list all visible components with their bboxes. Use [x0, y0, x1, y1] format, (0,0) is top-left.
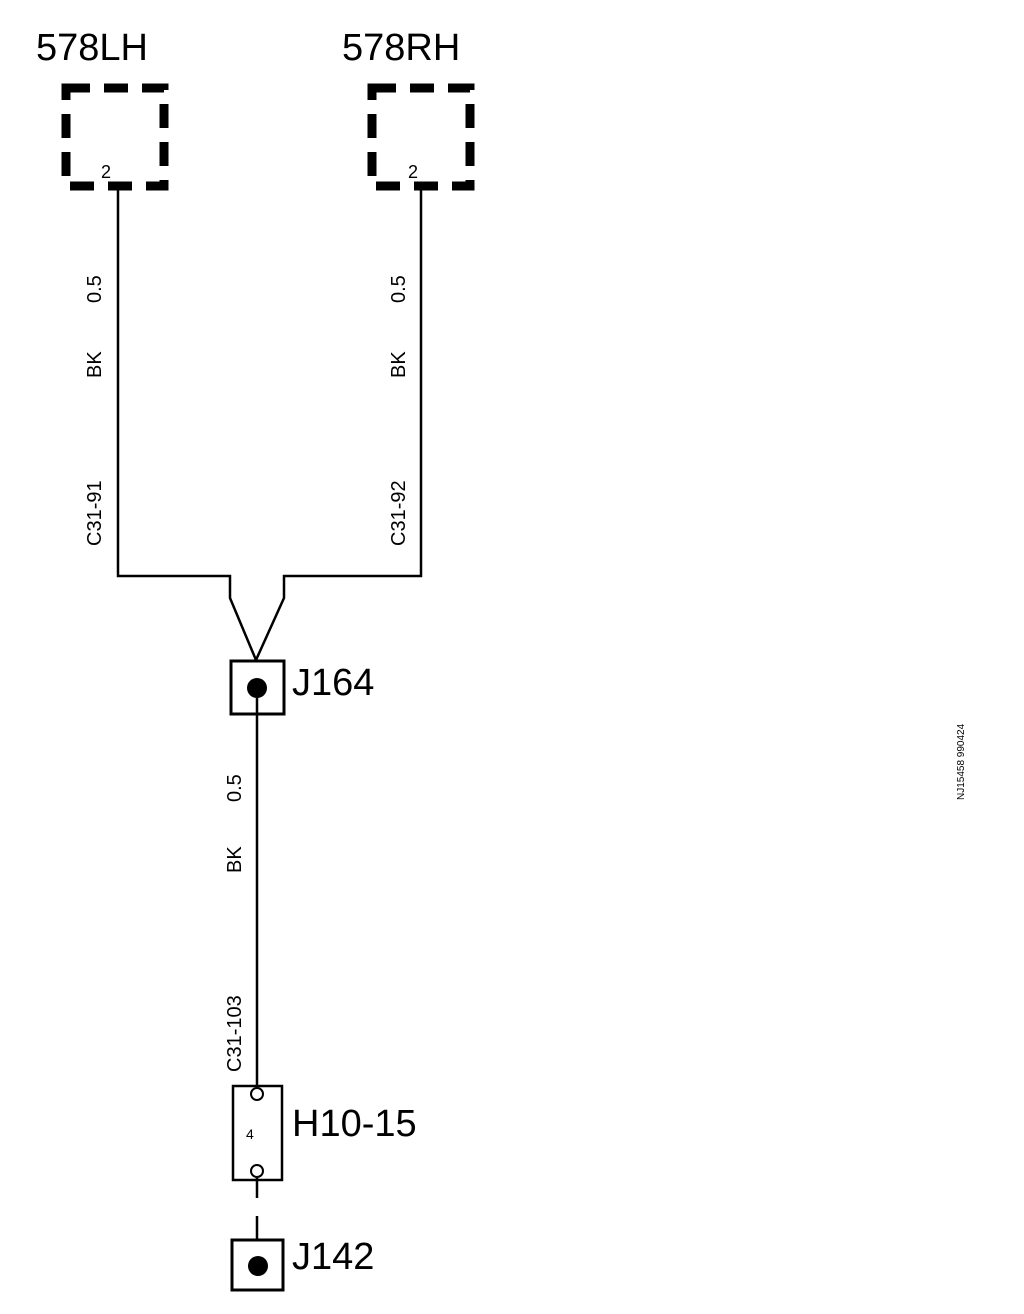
splice-label-j164: J164: [292, 662, 374, 704]
wire-color-right: BK: [388, 351, 410, 378]
splice-dot-j164: [247, 678, 267, 698]
component-label-578rh: 578RH: [342, 27, 460, 69]
wire-c31-92: [254, 190, 423, 661]
component-box-578lh: [61, 83, 169, 191]
pin-label-578rh: 2: [408, 162, 418, 182]
wire-c31-91: [116, 190, 258, 661]
pin-label-578lh: 2: [101, 162, 111, 182]
wire-color-lower: BK: [224, 846, 246, 873]
wire-circuit-left: C31-91: [84, 480, 106, 546]
connector-terminal-bottom: [250, 1164, 264, 1178]
wire-size-lower: 0.5: [224, 774, 246, 802]
wire-size-left: 0.5: [84, 275, 106, 303]
wire-color-left: BK: [84, 351, 106, 378]
component-box-578rh: [367, 83, 475, 191]
component-label-578lh: 578LH: [36, 27, 148, 69]
splice-dot-j142: [248, 1256, 268, 1276]
splice-label-j142: J142: [292, 1236, 374, 1278]
wire-circuit-right: C31-92: [388, 480, 410, 546]
connector-label-h10-15: H10-15: [292, 1103, 417, 1145]
connector-pin-label: 4: [246, 1126, 254, 1142]
wire-circuit-lower: C31-103: [224, 995, 246, 1072]
reference-number: NJ15458 990424: [956, 723, 967, 800]
connector-terminal-top: [250, 1087, 264, 1101]
wire-size-right: 0.5: [388, 275, 410, 303]
